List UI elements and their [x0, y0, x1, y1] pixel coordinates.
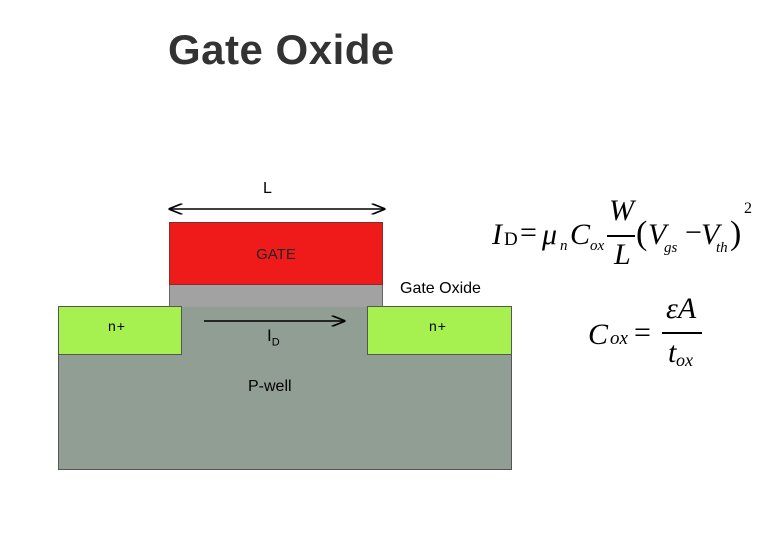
channel-length-dimension-arrow — [160, 200, 396, 218]
drain-label: n+ — [429, 318, 447, 334]
equation-vgs-sub: gs — [664, 240, 678, 256]
equation-epsilon-a-numerator: εA — [666, 292, 697, 325]
equation-exponent: 2 — [744, 200, 752, 217]
equation-tox-sub: ox — [676, 350, 693, 370]
equation-mu: μ — [542, 218, 558, 251]
equation-cox-lhs: C — [588, 318, 609, 351]
equation-mu-sub: n — [560, 238, 568, 254]
equation-tox-denominator: t — [668, 336, 677, 369]
equation-cox-equals: = — [634, 316, 651, 349]
gate-oxide-label: Gate Oxide — [400, 280, 481, 297]
drain-diffusion — [367, 306, 512, 355]
drain-current-label: ID — [267, 326, 280, 349]
gate-electrode — [169, 222, 383, 285]
source-diffusion — [58, 306, 182, 355]
equation-fraction-bar — [607, 235, 635, 237]
channel-length-label: L — [263, 180, 272, 197]
equation-equals: = — [520, 216, 537, 249]
gate-oxide-layer — [169, 285, 383, 307]
page-title: Gate Oxide — [168, 26, 395, 73]
p-well-label: P-well — [248, 378, 292, 395]
equation-cox-lhs-sub: ox — [610, 328, 628, 349]
drain-current-equation: I D = μ n C ox W L ( V gs − V th ) 2 — [490, 194, 760, 276]
equation-c-sub: ox — [590, 238, 605, 254]
equation-close-paren: ) — [730, 215, 742, 252]
equation-id-lhs: I — [492, 218, 502, 251]
equation-cox-fraction-bar — [662, 332, 702, 334]
equation-vgs: V — [648, 218, 667, 251]
equation-open-paren: ( — [636, 215, 648, 252]
source-label: n+ — [108, 318, 126, 334]
equation-id-lhs-sub: D — [504, 229, 518, 250]
gate-label: GATE — [256, 246, 296, 263]
drain-current-arrow — [204, 314, 350, 328]
equation-c: C — [570, 218, 591, 251]
equation-w-numerator: W — [609, 194, 634, 227]
oxide-capacitance-equation: C ox = εA t ox — [588, 292, 718, 376]
equation-vth-sub: th — [716, 240, 728, 256]
equation-l-denominator: L — [614, 238, 631, 271]
equation-minus: − — [685, 216, 702, 249]
equation-vth: V — [701, 218, 720, 251]
